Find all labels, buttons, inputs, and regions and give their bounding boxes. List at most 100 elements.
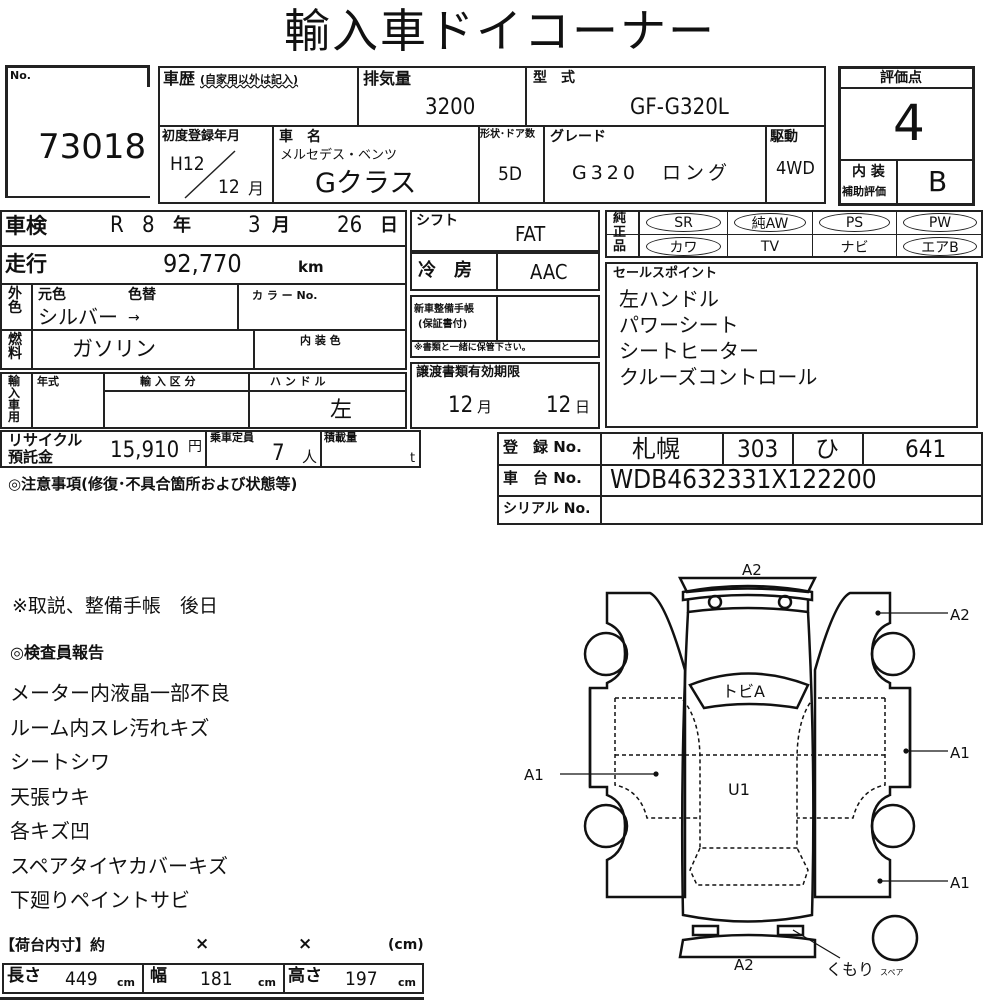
inspection-month: 3 (248, 213, 261, 238)
mark-right-rear: A1 (950, 874, 970, 892)
exterior-label: 外色 (8, 286, 22, 316)
genuine-item: エアB (897, 235, 983, 258)
cargo-dimensions-table (2, 963, 424, 994)
mileage-unit: km (298, 258, 324, 276)
load-label: 積載量 (324, 431, 357, 444)
handle-label: ハ ン ド ル (270, 375, 326, 388)
chassis-label: 車 台 No. (503, 469, 582, 487)
service-book-note: ※書類と一緒に保管下さい。 (414, 343, 531, 353)
circle-mark-icon (734, 213, 806, 232)
wheel-icon (583, 631, 916, 849)
recycle-value: 15,910 (110, 438, 180, 463)
mileage-label: 走行 (5, 252, 47, 276)
inspection-era: R (110, 213, 124, 238)
transfer-docs-label: 譲渡書類有効期限 (416, 365, 521, 380)
car-body-outline (588, 576, 912, 959)
fuel-value: ガソリン (72, 337, 156, 361)
service-book-label: 新車整備手帳 (414, 304, 474, 315)
score-box (838, 66, 975, 206)
first-reg-year: H12 (170, 153, 205, 175)
inspection-day: 26 (337, 213, 363, 238)
mark-spare: スペア (880, 968, 903, 977)
month-unit: 月 (272, 215, 290, 236)
month-unit: 月 (248, 179, 265, 198)
height-value: 197 (345, 968, 378, 990)
grade-value: G320 ロング (572, 162, 731, 184)
model-code-label: 型 式 (533, 70, 575, 86)
body-doors-label: 形状･ドア数 (480, 129, 535, 140)
width-label: 幅 (150, 966, 167, 986)
registration-region: 札幌 (632, 435, 680, 463)
grade-label: グレード (550, 129, 606, 145)
circle-mark-icon (903, 237, 977, 256)
car-maker: メルセデス・ベンツ (280, 148, 398, 163)
drive-value: 4WD (776, 158, 815, 179)
sales-point: クルーズコントロール (619, 365, 818, 389)
inspector-report-list: メーター内液晶一部不良 ルーム内スレ汚れキズ シートシワ 天張ウキ 各キズ凹 ス… (10, 676, 230, 918)
displacement-label: 排気量 (363, 69, 412, 88)
transfer-month: 12 (448, 393, 474, 418)
first-reg-month: 12 (218, 176, 240, 198)
model-code-value: GF-G320L (630, 95, 729, 120)
inspector-report-header: ◎検査員報告 (10, 643, 104, 662)
inspection-year: 8 (142, 213, 155, 238)
year-unit: 年 (173, 215, 191, 236)
history-label: 車歴 (163, 69, 196, 88)
genuine-item-label: エアB (921, 239, 959, 256)
import-label: 輸入車用 (8, 374, 21, 424)
genuine-item: TV (728, 235, 812, 258)
aircon-value: AAC (530, 260, 568, 284)
genuine-item: ナビ (813, 235, 896, 258)
genuine-item: 純AW (728, 211, 812, 234)
report-item: 下廻りペイントサビ (10, 888, 190, 912)
service-book-box (410, 295, 600, 358)
history-note: (自家用以外は記入) (200, 73, 299, 86)
import-class-label: 輸 入 区 分 (140, 375, 196, 388)
orig-color-label: 元色 (38, 287, 66, 303)
fuel-label: 燃料 (8, 332, 22, 362)
yen-unit: 円 (188, 439, 202, 455)
inspection-label: 車検 (5, 214, 47, 238)
registration-label: 登 録 No. (503, 438, 582, 456)
cargo-unit-note: (cm) (388, 937, 424, 953)
recycle-deposit-label: 預託金 (8, 448, 54, 466)
car-model: Gクラス (315, 168, 417, 199)
height-label: 高さ (288, 966, 322, 986)
arrow-icon: → (128, 310, 140, 326)
report-item: メーター内液晶一部不良 (10, 681, 230, 705)
cm-unit: cm (117, 976, 135, 989)
interior-score: B (928, 165, 948, 198)
notes-header: ◎注意事項(修復･不具合箇所および状態等) (8, 475, 298, 493)
import-table (0, 372, 407, 429)
body-doors-value: 5D (498, 163, 523, 185)
dashed-panel-outline (614, 697, 886, 886)
warranty-label: (保証書付) (418, 319, 468, 330)
color-change-label: 色替 (128, 287, 156, 303)
mark-windshield: トビA (722, 682, 765, 701)
sales-point: シートヒーター (619, 339, 759, 363)
sheet-title: 輸入車ドイコーナー (284, 4, 716, 58)
circle-mark-icon (819, 213, 890, 232)
capacity-value: 7 (272, 441, 285, 466)
report-item: シートシワ (10, 750, 110, 774)
lot-number: 73018 (38, 127, 147, 167)
mark-roof: U1 (728, 780, 750, 799)
cargo-header: 【荷台内寸】約 (0, 936, 106, 954)
times-sign: × (195, 934, 210, 954)
mileage-value: 92,770 (163, 249, 242, 278)
shift-label: シフト (416, 213, 458, 229)
circle-mark-icon (646, 237, 721, 256)
score-value: 4 (893, 94, 925, 152)
interior-color-label: 内 装 色 (300, 334, 341, 347)
transfer-docs-box (410, 362, 600, 429)
length-value: 449 (65, 968, 98, 990)
month-unit: 月 (477, 398, 493, 416)
day-unit: 日 (380, 215, 398, 236)
color-no-label: カ ラ ー No. (252, 289, 318, 302)
genuine-item-label: 純AW (751, 215, 789, 232)
ton-unit: t (410, 451, 416, 466)
width-value: 181 (200, 968, 233, 990)
report-item: 天張ウキ (10, 784, 90, 809)
person-unit: 人 (302, 448, 318, 466)
